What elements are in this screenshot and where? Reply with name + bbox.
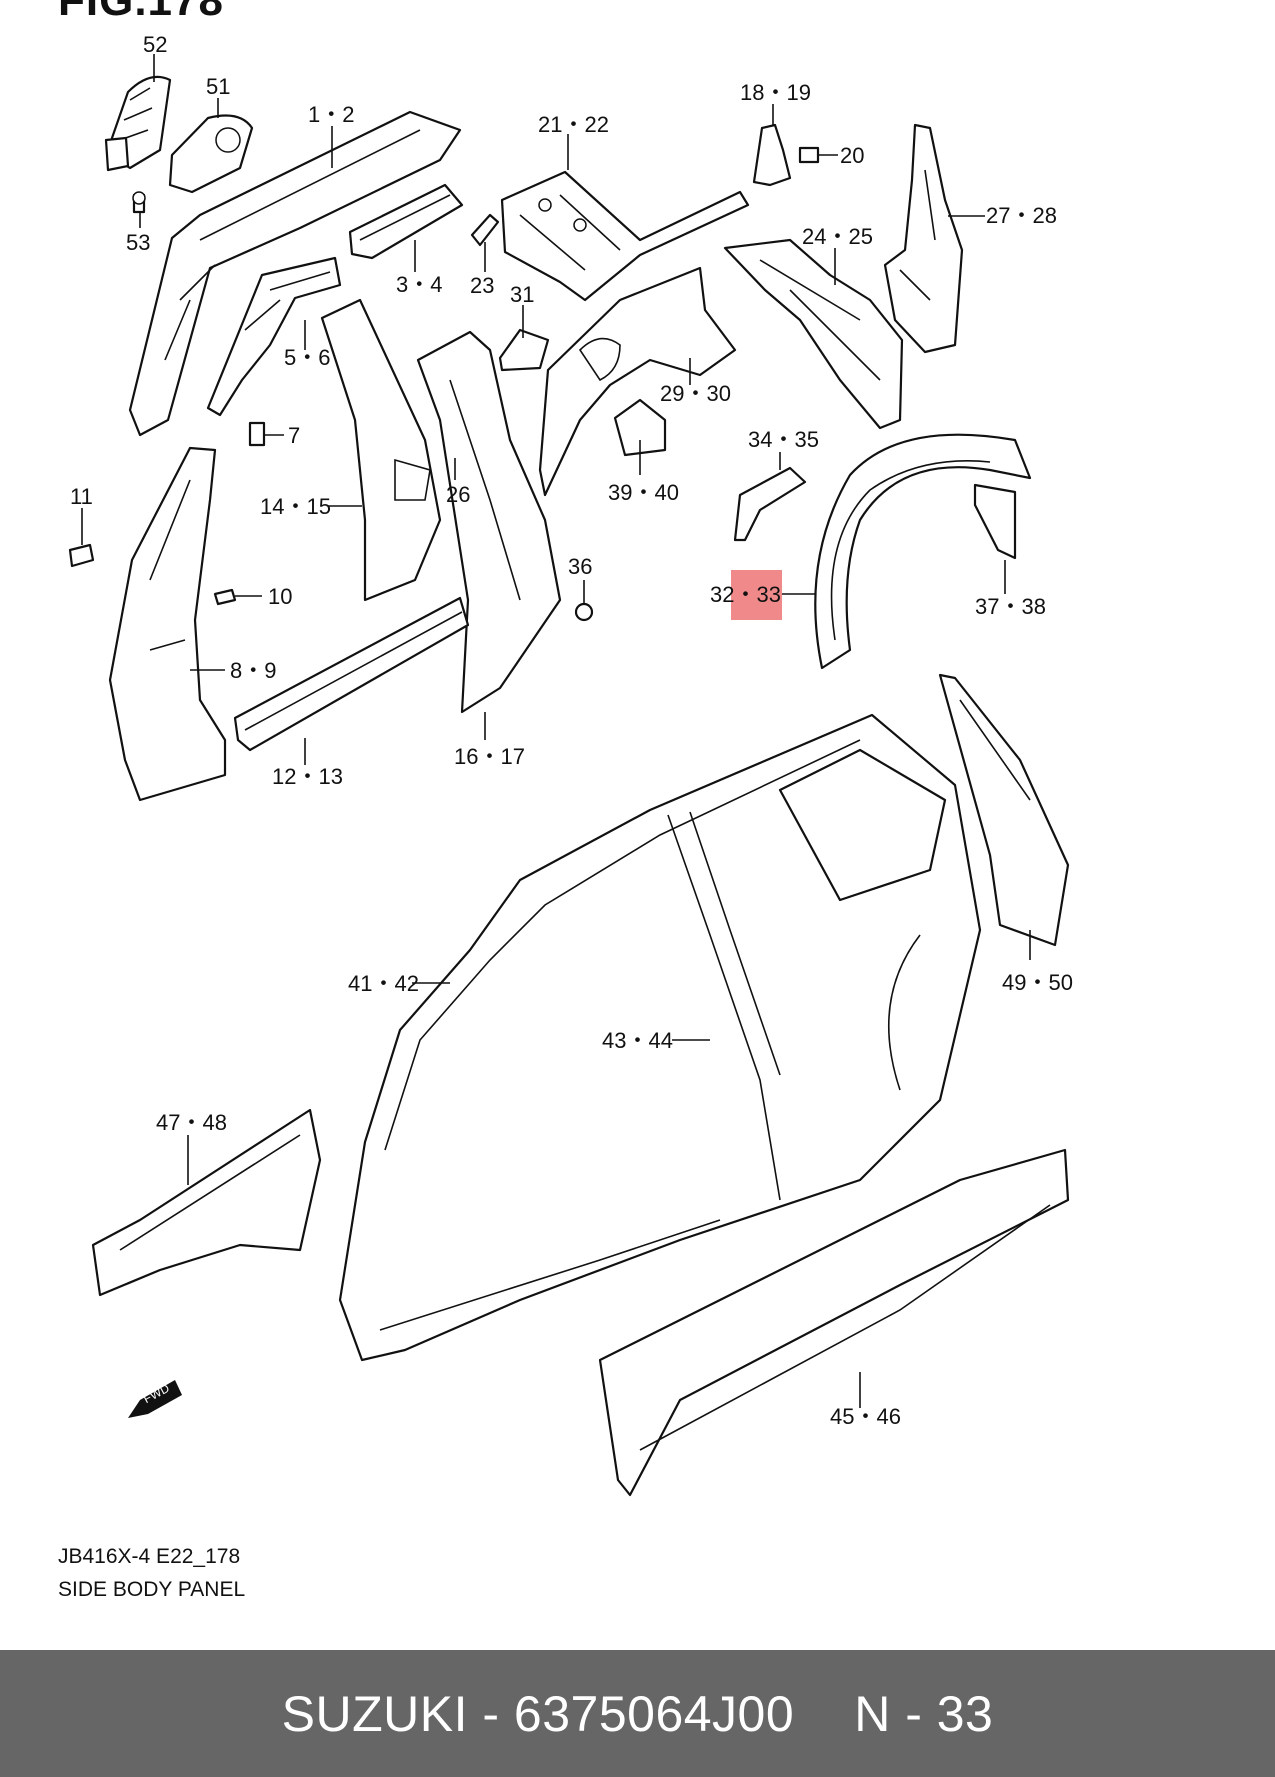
part-37-38[interactable]	[973, 483, 1017, 560]
part-47-48[interactable]	[91, 1108, 322, 1297]
label-8-9[interactable]: 8・9	[230, 658, 276, 683]
selected-part-highlight	[731, 570, 782, 620]
label-11[interactable]: 11	[70, 484, 93, 509]
label-31[interactable]: 31	[510, 282, 534, 307]
label-7[interactable]: 7	[288, 423, 300, 448]
fwd-arrow-icon: FWD	[128, 1380, 182, 1418]
label-37-38[interactable]: 37・38	[975, 594, 1046, 619]
label-34-35[interactable]: 34・35	[748, 427, 819, 452]
part-23[interactable]	[470, 213, 500, 247]
label-5-6[interactable]: 5・6	[284, 345, 330, 370]
part-14-15[interactable]	[320, 298, 442, 602]
label-41-42[interactable]: 41・42	[348, 971, 419, 996]
part-29-30[interactable]	[538, 266, 737, 497]
label-52[interactable]: 52	[143, 32, 167, 57]
label-43-44[interactable]: 43・44	[602, 1028, 673, 1053]
footer-bar: SUZUKI - 6375064J00 N - 33	[0, 1650, 1275, 1777]
label-29-30[interactable]: 29・30	[660, 381, 731, 406]
label-32-33[interactable]: 32・33	[710, 582, 781, 607]
part-49-50[interactable]	[938, 673, 1070, 947]
label-21-22[interactable]: 21・22	[538, 112, 609, 137]
part-39-40[interactable]	[613, 398, 667, 457]
side-body-panel-diagram: FWD 52 51	[68, 32, 1073, 1497]
label-1-2[interactable]: 1・2	[308, 102, 354, 127]
label-10[interactable]: 10	[268, 584, 292, 609]
part-8-9[interactable]	[108, 446, 227, 802]
label-36[interactable]: 36	[568, 554, 592, 579]
label-39-40[interactable]: 39・40	[608, 480, 679, 505]
diagram-code: JB416X-4 E22_178	[58, 1545, 241, 1568]
part-24-25[interactable]	[723, 238, 904, 430]
part-3-4[interactable]	[348, 183, 464, 260]
label-53[interactable]: 53	[126, 230, 150, 255]
label-49-50[interactable]: 49・50	[1002, 970, 1073, 995]
leader-lines	[81, 54, 1031, 1408]
label-47-48[interactable]: 47・48	[156, 1110, 227, 1135]
part-16-17[interactable]	[416, 330, 562, 714]
part-45-46[interactable]	[598, 1148, 1070, 1497]
figure-title: FIG.178	[58, 0, 224, 25]
callout-labels: 52 51 1・2 21・22 18・19 20 27・28 53 3・4 23…	[70, 32, 1073, 1429]
part-21-22[interactable]	[500, 170, 750, 302]
part-12-13[interactable]	[233, 596, 470, 752]
label-45-46[interactable]: 45・46	[830, 1404, 901, 1429]
part-10[interactable]	[213, 588, 237, 606]
label-20[interactable]: 20	[840, 143, 864, 168]
part-1-2[interactable]	[128, 110, 462, 437]
part-32-33[interactable]	[814, 433, 1032, 670]
part-31[interactable]	[498, 328, 550, 372]
footer-part-info: SUZUKI - 6375064J00	[281, 1685, 795, 1742]
label-27-28[interactable]: 27・28	[986, 203, 1057, 228]
part-27-28[interactable]	[883, 123, 964, 354]
label-23[interactable]: 23	[470, 273, 494, 298]
part-20[interactable]	[798, 146, 820, 164]
part-51[interactable]	[168, 114, 254, 194]
part-34-35[interactable]	[733, 466, 807, 542]
part-43-44[interactable]	[667, 748, 947, 1201]
label-26[interactable]: 26	[446, 482, 470, 507]
part-52[interactable]	[104, 75, 172, 172]
part-5-6[interactable]	[206, 256, 342, 417]
part-18-19[interactable]	[752, 123, 792, 187]
label-18-19[interactable]: 18・19	[740, 80, 811, 105]
footer-reference: N - 33	[854, 1685, 994, 1742]
diagram-title: SIDE BODY PANEL	[58, 1578, 246, 1601]
label-3-4[interactable]: 3・4	[396, 272, 442, 297]
part-53[interactable]	[132, 191, 146, 214]
label-12-13[interactable]: 12・13	[272, 764, 343, 789]
part-11[interactable]	[68, 543, 95, 568]
label-51[interactable]: 51	[206, 74, 230, 99]
part-7[interactable]	[248, 421, 266, 447]
label-16-17[interactable]: 16・17	[454, 744, 525, 769]
label-24-25[interactable]: 24・25	[802, 224, 873, 249]
part-36[interactable]	[574, 602, 594, 622]
part-41-42[interactable]	[338, 713, 982, 1362]
label-14-15[interactable]: 14・15	[260, 494, 331, 519]
